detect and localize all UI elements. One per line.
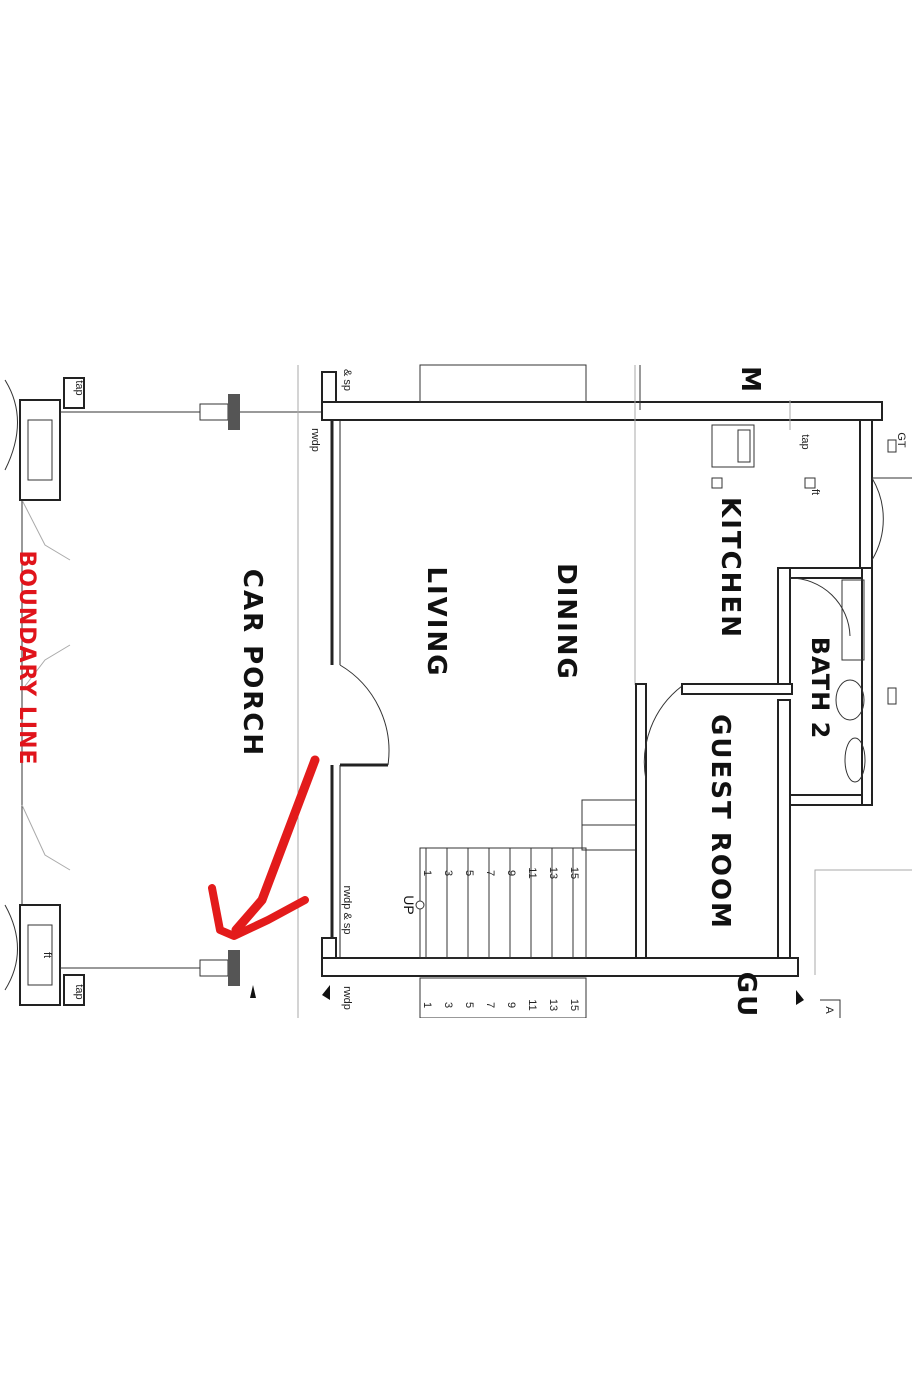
bottom-door-marker bbox=[322, 985, 804, 1005]
room-label-guest-room: GUEST ROOM bbox=[705, 714, 735, 930]
stair-number-upper-9: 9 bbox=[505, 870, 517, 876]
note-tap-left-bottom: tap bbox=[73, 984, 85, 999]
note-ft-kitchen: ft bbox=[809, 489, 821, 495]
note-rwdp-top: rwdp bbox=[309, 428, 321, 452]
boundary-strip bbox=[4, 379, 71, 991]
red-annotation-arrow bbox=[208, 755, 320, 940]
main-door bbox=[339, 664, 390, 767]
stair-number-upper-13: 13 bbox=[547, 867, 559, 879]
guest-room-walls bbox=[635, 567, 793, 959]
boundary-line-label: BOUNDARY LINE bbox=[14, 550, 39, 765]
wall-front bbox=[321, 371, 341, 959]
room-label-fragment-bottom: GU bbox=[731, 972, 761, 1018]
stair-up-label: UP bbox=[401, 895, 417, 914]
stair-number-lower-7: 7 bbox=[484, 1002, 496, 1008]
stair-number-lower-11: 11 bbox=[526, 999, 538, 1010]
fragment-label-right: A bbox=[823, 1006, 835, 1014]
stair-number-upper-11: 11 bbox=[526, 867, 538, 878]
stair-top-hatch bbox=[419, 364, 587, 403]
staircase-lower bbox=[419, 977, 587, 1018]
stair-number-upper-7: 7 bbox=[484, 870, 496, 876]
bath-2-walls bbox=[789, 567, 897, 806]
stair-number-upper-1: 1 bbox=[421, 870, 433, 876]
stair-number-lower-9: 9 bbox=[505, 1002, 517, 1008]
room-label-car-porch: CAR PORCH bbox=[237, 569, 267, 757]
room-label-dining: DINING bbox=[551, 563, 581, 681]
room-label-fragment-top: M bbox=[735, 366, 765, 394]
note-ft-left-bottom: ft bbox=[41, 952, 53, 958]
gate-post-bottom bbox=[19, 904, 256, 1006]
stair-number-upper-3: 3 bbox=[442, 870, 454, 876]
stair-number-upper-15: 15 bbox=[568, 867, 580, 879]
room-label-kitchen: KITCHEN bbox=[715, 497, 745, 639]
stair-number-lower-3: 3 bbox=[442, 1002, 454, 1008]
gate-post-top bbox=[19, 377, 325, 501]
wall-bottom bbox=[321, 957, 799, 977]
kitchen-fixtures bbox=[711, 419, 912, 569]
note-rwdp-bottom: rwdp bbox=[341, 986, 353, 1010]
note-rwdp-sp-bottom: rwdp & sp bbox=[341, 886, 353, 935]
stair-number-lower-15: 15 bbox=[568, 999, 580, 1011]
note-tap-left-top: tap bbox=[73, 380, 85, 395]
note-sp-top: & sp bbox=[341, 369, 353, 391]
staircase bbox=[415, 799, 637, 959]
note-gt: GT bbox=[895, 432, 907, 448]
stair-number-upper-5: 5 bbox=[463, 870, 475, 876]
room-label-bath-2: BATH 2 bbox=[806, 637, 834, 740]
stair-number-lower-13: 13 bbox=[547, 999, 559, 1011]
note-tap-kitchen: tap bbox=[799, 434, 811, 449]
room-label-living: LIVING bbox=[421, 566, 451, 677]
stair-number-lower-5: 5 bbox=[463, 1002, 475, 1008]
stair-number-lower-1: 1 bbox=[421, 1002, 433, 1008]
wall-top bbox=[321, 401, 883, 421]
